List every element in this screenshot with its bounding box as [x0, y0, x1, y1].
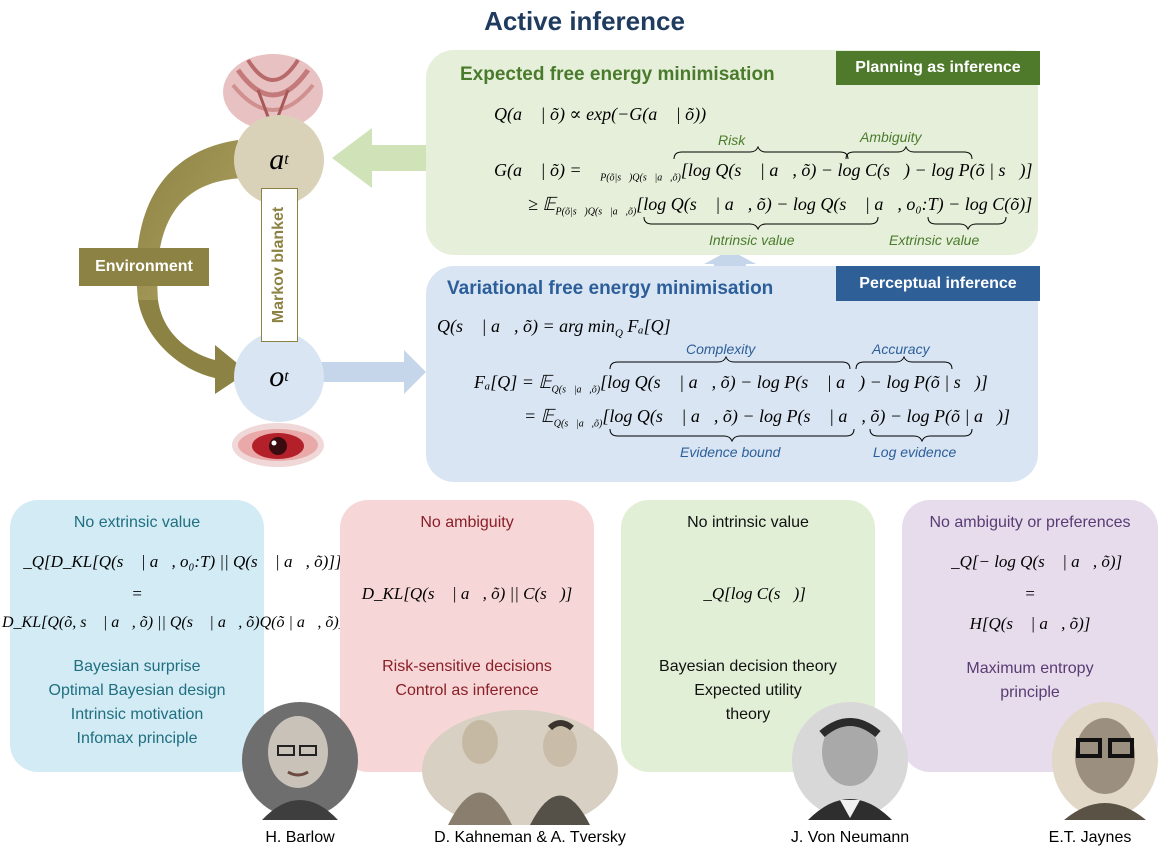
- perceptual-eq1-sub: Q: [614, 327, 623, 340]
- portrait-barlow: [242, 702, 358, 820]
- card-text: Bayesian surprise Optimal Bayesian desig…: [10, 655, 264, 751]
- planning-eq1: Q(a⃗ | õ) ∝ exp(−G(a⃗ | õ)): [494, 104, 707, 124]
- card-text-line: Maximum entropy: [966, 660, 1094, 677]
- card-text: Maximum entropy principle: [902, 657, 1158, 705]
- perceptual-eq2-rhs: [log Q(s⃗ | a⃗, õ) − log P(s⃗ | a⃗) − lo…: [600, 372, 988, 392]
- perceptual-overbraces: [609, 356, 953, 370]
- muscle-image: [223, 54, 323, 135]
- card-heading: No ambiguity: [420, 514, 514, 531]
- perceptual-eq1-rhs: Fₐ[Q]: [622, 316, 671, 336]
- action-symbol: a: [269, 143, 285, 176]
- label-accuracy: Accuracy: [872, 341, 930, 357]
- markov-blanket-label: Markov blanket: [270, 206, 288, 324]
- name-kahneman-tversky: D. Kahneman & A. Tversky: [434, 829, 626, 846]
- card-equation-1: 𝔼_Q[D_KL[Q(s⃗ | a⃗, o₀:T) || Q(s⃗ | a⃗, …: [10, 552, 342, 571]
- perceptual-tag: Perceptual inference: [836, 266, 1040, 301]
- card-text-line: principle: [1000, 684, 1060, 701]
- card-text-line: Control as inference: [395, 682, 539, 699]
- perceptual-eq2-sub: Q(s⃗|a⃗,õ): [551, 384, 601, 396]
- card-text-line: theory: [725, 706, 771, 723]
- portrait-jaynes: [1052, 702, 1158, 820]
- card-equation-1: 𝔼_Q[− log Q(s⃗ | a⃗, õ)]: [937, 552, 1123, 571]
- perceptual-eq1: Q(s⃗ | a⃗, õ) = arg minQ Fₐ[Q]: [437, 316, 671, 340]
- arc-action-to-environment: [136, 140, 245, 300]
- card-text-line: Risk-sensitive decisions: [382, 658, 552, 675]
- arrow-planning-to-action: [332, 128, 430, 188]
- card-text-line: Optimal Bayesian design: [48, 682, 226, 699]
- name-jaynes: E.T. Jaynes: [1048, 829, 1132, 846]
- planning-overbraces: [673, 146, 973, 160]
- card-equation-equals: =: [131, 584, 143, 603]
- card-heading: No extrinsic value: [73, 514, 201, 531]
- card-equation-1: 𝔼_Q[log C(s⃗)]: [690, 584, 806, 603]
- perceptual-eq3-lhs: = 𝔼: [524, 406, 554, 426]
- name-von-neumann: J. Von Neumann: [790, 829, 910, 846]
- portrait-von-neumann: [792, 702, 908, 820]
- planning-eq3-rhs: [log Q(s⃗ | a⃗, õ) − log Q(s⃗ | a⃗, o₀:T…: [636, 194, 1033, 214]
- page-title: Active inference: [484, 6, 685, 36]
- card-text-line: Bayesian decision theory: [659, 658, 837, 675]
- card-text-line: Infomax principle: [76, 730, 198, 747]
- planning-eq2-sub: P(õ|s⃗)Q(s⃗|a⃗,õ): [600, 172, 681, 184]
- arrow-observation-to-perception: [320, 350, 426, 394]
- card-heading: No intrinsic value: [687, 514, 809, 531]
- card-text: Bayesian decision theory Expected utilit…: [621, 655, 875, 727]
- label-ambiguity: Ambiguity: [860, 129, 922, 145]
- planning-underbraces: [643, 216, 1007, 230]
- perceptual-eq1-main: Q(s⃗ | a⃗, õ) = arg min: [437, 316, 615, 336]
- label-log-evidence: Log evidence: [873, 444, 957, 460]
- label-evidence-bound: Evidence bound: [680, 444, 781, 460]
- card-text-line: Bayesian surprise: [73, 658, 201, 675]
- perceptual-eq3: = 𝔼Q(s⃗|a⃗,õ)[log Q(s⃗ | a⃗, õ) − log P(…: [524, 406, 1010, 430]
- perceptual-eq2: Fₐ[Q] = 𝔼Q(s⃗|a⃗,õ)[log Q(s⃗ | a⃗, õ) − …: [474, 372, 988, 396]
- card-equation-1: D_KL[Q(s⃗ | a⃗, õ) || C(s⃗)]: [361, 584, 573, 603]
- planning-title: Expected free energy minimisation: [460, 64, 775, 85]
- observation-subscript: t: [284, 368, 289, 385]
- perceptual-eq3-sub: Q(s⃗|a⃗,õ): [553, 418, 603, 430]
- action-subscript: t: [284, 151, 289, 168]
- planning-eq2-rhs: [log Q(s⃗ | a⃗, õ) − log C(s⃗) − log P(õ…: [680, 160, 1033, 180]
- planning-eq2: G(a⃗ | õ) = 𝔼P(õ|s⃗)Q(s⃗|a⃗,õ)[log Q(s⃗ …: [494, 160, 1033, 184]
- card-text-line: Expected utility: [694, 682, 802, 699]
- observation-symbol: o: [269, 360, 285, 393]
- arc-environment-to-observation: [138, 300, 248, 394]
- planning-tag: Planning as inference: [836, 51, 1040, 85]
- perceptual-eq2-lhs: Fₐ[Q] = 𝔼: [474, 372, 552, 392]
- perceptual-panel: [426, 266, 1038, 482]
- card-equation-2: H[Q(s⃗ | a⃗, õ)]: [969, 614, 1091, 633]
- card-text: Risk-sensitive decisions Control as infe…: [340, 655, 594, 703]
- card-heading: No ambiguity or preferences: [929, 514, 1131, 531]
- name-barlow: H. Barlow: [265, 829, 335, 846]
- label-risk: Risk: [718, 132, 746, 148]
- card-text-line: Intrinsic motivation: [70, 706, 204, 723]
- portrait-kahneman-tversky: [422, 710, 618, 825]
- card-no-extrinsic-value: No extrinsic value 𝔼_Q[D_KL[Q(s⃗ | a⃗, o…: [2, 500, 345, 772]
- label-intrinsic-value: Intrinsic value: [709, 232, 795, 248]
- environment-label: Environment: [79, 248, 209, 286]
- diagram-arrows: [136, 128, 430, 394]
- planning-eq3: ≥ 𝔼P(õ|s⃗)Q(s⃗|a⃗,õ)[log Q(s⃗ | a⃗, õ) −…: [528, 194, 1032, 218]
- planning-eq3-sub: P(õ|s⃗)Q(s⃗|a⃗,õ): [555, 206, 637, 218]
- eye-image: [232, 423, 324, 467]
- perceptual-title: Variational free energy minimisation: [447, 278, 774, 299]
- card-equation-equals: =: [1024, 584, 1036, 603]
- markov-blanket: Markov blanket: [261, 188, 298, 342]
- planning-eq2-lhs: G(a⃗ | õ) = 𝔼: [494, 160, 601, 180]
- perceptual-eq3-rhs: [log Q(s⃗ | a⃗, õ) − log P(s⃗ | a⃗, õ) −…: [602, 406, 1010, 426]
- planning-eq3-lhs: ≥ 𝔼: [528, 194, 556, 214]
- perceptual-underbraces: [609, 428, 973, 442]
- label-complexity: Complexity: [686, 341, 756, 357]
- card-equation-2: D_KL[Q(õ, s⃗ | a⃗, õ) || Q(s⃗ | a⃗, õ)Q(…: [2, 614, 345, 631]
- label-extrinsic-value: Extrinsic value: [889, 232, 980, 248]
